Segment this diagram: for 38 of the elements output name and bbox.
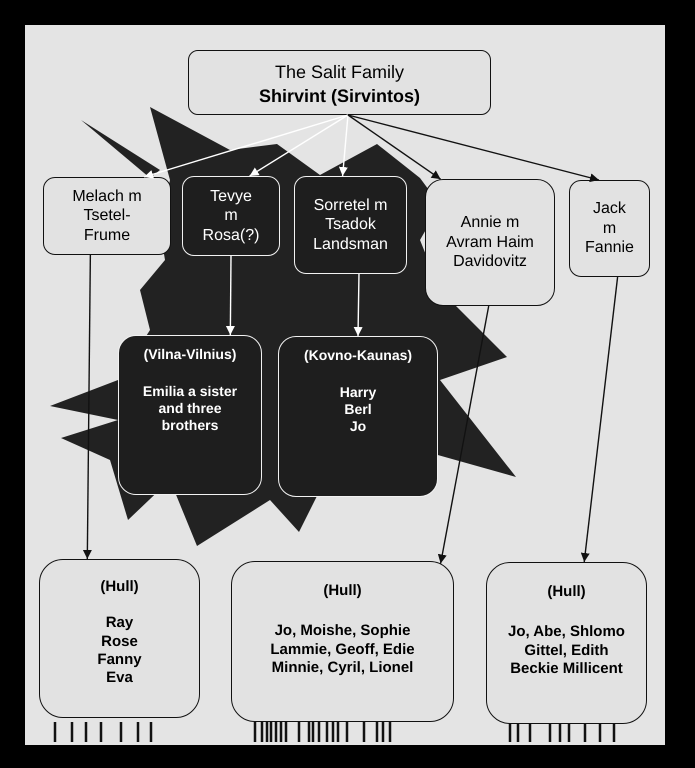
- couple-box: [182, 176, 280, 256]
- box-heading: (Kovno-Kaunas): [304, 347, 412, 364]
- couple-box: [569, 180, 650, 277]
- box-heading: (Hull): [323, 582, 362, 600]
- box-text: Annie m Avram Haim Davidovitz: [445, 213, 535, 272]
- box-text: Sorretel m Tsadok Landsman: [313, 196, 388, 254]
- arrow: [144, 114, 348, 179]
- arrow: [438, 306, 490, 564]
- city-box: [486, 562, 647, 724]
- couple-box: [43, 177, 171, 255]
- arrow: [338, 114, 349, 176]
- arrow: [348, 114, 600, 182]
- family-box: [188, 50, 491, 115]
- box-text: Shirvint (Sirvintos): [258, 86, 420, 108]
- city-box: [278, 336, 438, 497]
- city-box: [231, 561, 454, 722]
- box-text: Jack m Fannie: [585, 199, 634, 258]
- box-text: Ray Rose Fanny Eva: [97, 614, 142, 688]
- couple-box: [294, 176, 407, 274]
- box-heading: (Hull): [100, 578, 139, 596]
- box-text: Melach m Tsetel-Frume: [72, 186, 142, 246]
- city-box: [39, 559, 200, 718]
- arrow: [226, 256, 235, 335]
- couple-box: [425, 179, 555, 306]
- box-text: Harry Berl Jo: [340, 384, 376, 436]
- arrow: [354, 274, 363, 336]
- box-text: Jo, Abe, Shlomo Gittel, Edith Beckie Millicent: [507, 623, 626, 678]
- box-heading: The Salit Family: [274, 62, 404, 84]
- box-text: Tevye m Rosa(?): [202, 186, 260, 246]
- box-text: Emilia a sister and three brothers: [142, 383, 238, 434]
- arrow: [82, 255, 92, 559]
- city-box: [118, 335, 262, 495]
- box-text: Jo, Moishe, Sophie Lammie, Geoff, Edie Minnie, Cyril, Lionel: [269, 622, 416, 678]
- arrow: [348, 114, 441, 180]
- box-heading: (Hull): [547, 583, 586, 602]
- arrow: [580, 276, 618, 562]
- arrow: [249, 114, 348, 177]
- box-heading: (Vilna-Vilnius): [144, 346, 236, 364]
